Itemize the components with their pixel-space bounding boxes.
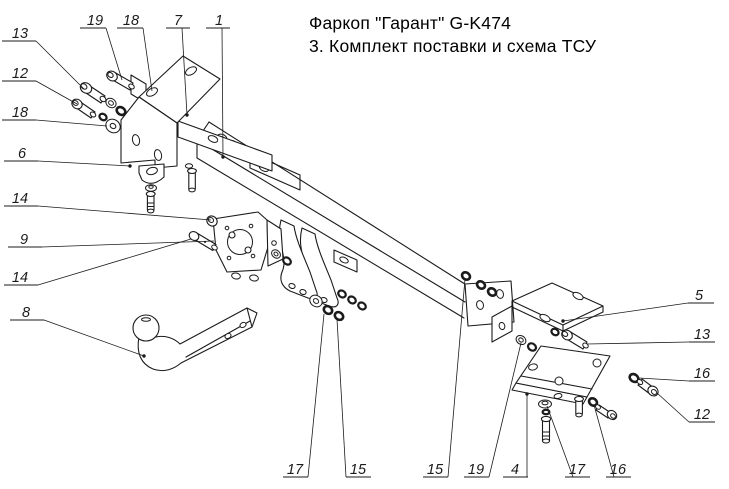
ball-mount [132, 307, 258, 372]
part-number-label: 9 [20, 232, 28, 248]
part-number-label: 14 [12, 191, 28, 207]
center-plate-9 [188, 211, 292, 282]
callout-14-6: 14 [4, 238, 192, 286]
callout-16-22: 16 [593, 404, 631, 478]
callout-9-5: 9 [8, 232, 215, 248]
leader-line [41, 240, 215, 248]
title-line-2: 3. Комплект поставки и схема ТСУ [309, 35, 597, 56]
leader-line [35, 40, 85, 90]
leader-line [142, 27, 153, 92]
callout-16-14: 16 [638, 366, 715, 382]
leader-line [562, 302, 689, 322]
part-number-label: 17 [287, 462, 304, 478]
leader-line [447, 278, 466, 478]
callout-19-19: 19 [464, 342, 522, 478]
part-number-label: 7 [174, 13, 183, 29]
part-number-label: 19 [468, 462, 484, 478]
part-number-label: 15 [427, 462, 444, 478]
part-number-label: 16 [610, 462, 627, 478]
leader-dot [561, 319, 565, 323]
callout-17-16: 17 [283, 313, 325, 478]
left-bracket-hardware [71, 70, 197, 214]
callout-18-9: 18 [117, 13, 153, 92]
part-number-label: 13 [694, 327, 710, 343]
callout-13-0: 13 [2, 26, 85, 90]
callout-18-2: 18 [2, 105, 108, 127]
part-number-label: 1 [215, 13, 223, 29]
leader-line [221, 27, 224, 158]
leader-line [336, 318, 347, 478]
callout-12-15: 12 [656, 392, 715, 423]
part-number-label: 8 [22, 305, 30, 321]
leader-line [43, 319, 145, 357]
leader-line [37, 160, 131, 167]
leader-line [35, 119, 108, 127]
leader-line [586, 341, 690, 345]
beam-tab [333, 249, 358, 273]
callout-7-10: 7 [166, 13, 190, 117]
part-number-label: 4 [511, 462, 519, 478]
part-number-label: 18 [12, 105, 28, 121]
right-bracket [511, 345, 611, 405]
callout-15-17: 15 [336, 318, 371, 478]
callout-19-8: 19 [80, 13, 123, 81]
part-number-label: 14 [12, 270, 28, 286]
leader-line [307, 313, 325, 478]
center-hardware [309, 289, 367, 322]
part-number-label: 13 [12, 26, 28, 42]
part-number-label: 6 [18, 146, 27, 162]
part-number-label: 12 [694, 407, 710, 423]
right-lower-hardware [538, 372, 659, 444]
leader-dot [525, 392, 529, 396]
part-number-label: 17 [569, 462, 586, 478]
leader-line [638, 377, 690, 382]
callout-1-11: 1 [206, 13, 230, 159]
callout-4-20: 4 [503, 392, 529, 478]
part-number-label: 18 [123, 13, 139, 29]
part-number-label: 16 [694, 366, 711, 382]
part-number-label: 19 [87, 13, 103, 29]
leader-line [105, 27, 123, 81]
callout-13-13: 13 [586, 327, 715, 345]
leader-line [181, 27, 188, 116]
leader-line [37, 205, 212, 221]
right-top-plate [491, 282, 604, 343]
title-line-1: Фаркоп "Гарант" G-K474 [309, 13, 512, 33]
left-bracket [120, 55, 273, 184]
part-number-label: 15 [350, 462, 367, 478]
right-plate-washers [515, 327, 560, 352]
center-brackets [279, 219, 339, 308]
leader-line [35, 80, 78, 105]
leader-line [37, 238, 192, 286]
part-number-label: 5 [695, 288, 704, 304]
part-number-label: 12 [12, 66, 28, 82]
callout-12-1: 12 [2, 66, 78, 105]
leader-line [546, 405, 574, 478]
callout-15-18: 15 [423, 278, 466, 478]
callout-14-4: 14 [4, 191, 212, 221]
drawing-title: Фаркоп "Гарант" G-K474 3. Комплект поста… [309, 12, 596, 57]
leader-dot [128, 164, 132, 168]
leader-line [593, 404, 615, 478]
leader-dot [185, 113, 189, 117]
leader-dot [142, 354, 146, 358]
callout-17-21: 17 [546, 405, 590, 478]
callout-5-12: 5 [561, 288, 714, 323]
leader-dot [221, 155, 225, 159]
leader-line [488, 342, 522, 478]
callout-6-3: 6 [4, 146, 132, 168]
leader-line [656, 392, 690, 423]
callout-8-7: 8 [10, 305, 146, 358]
